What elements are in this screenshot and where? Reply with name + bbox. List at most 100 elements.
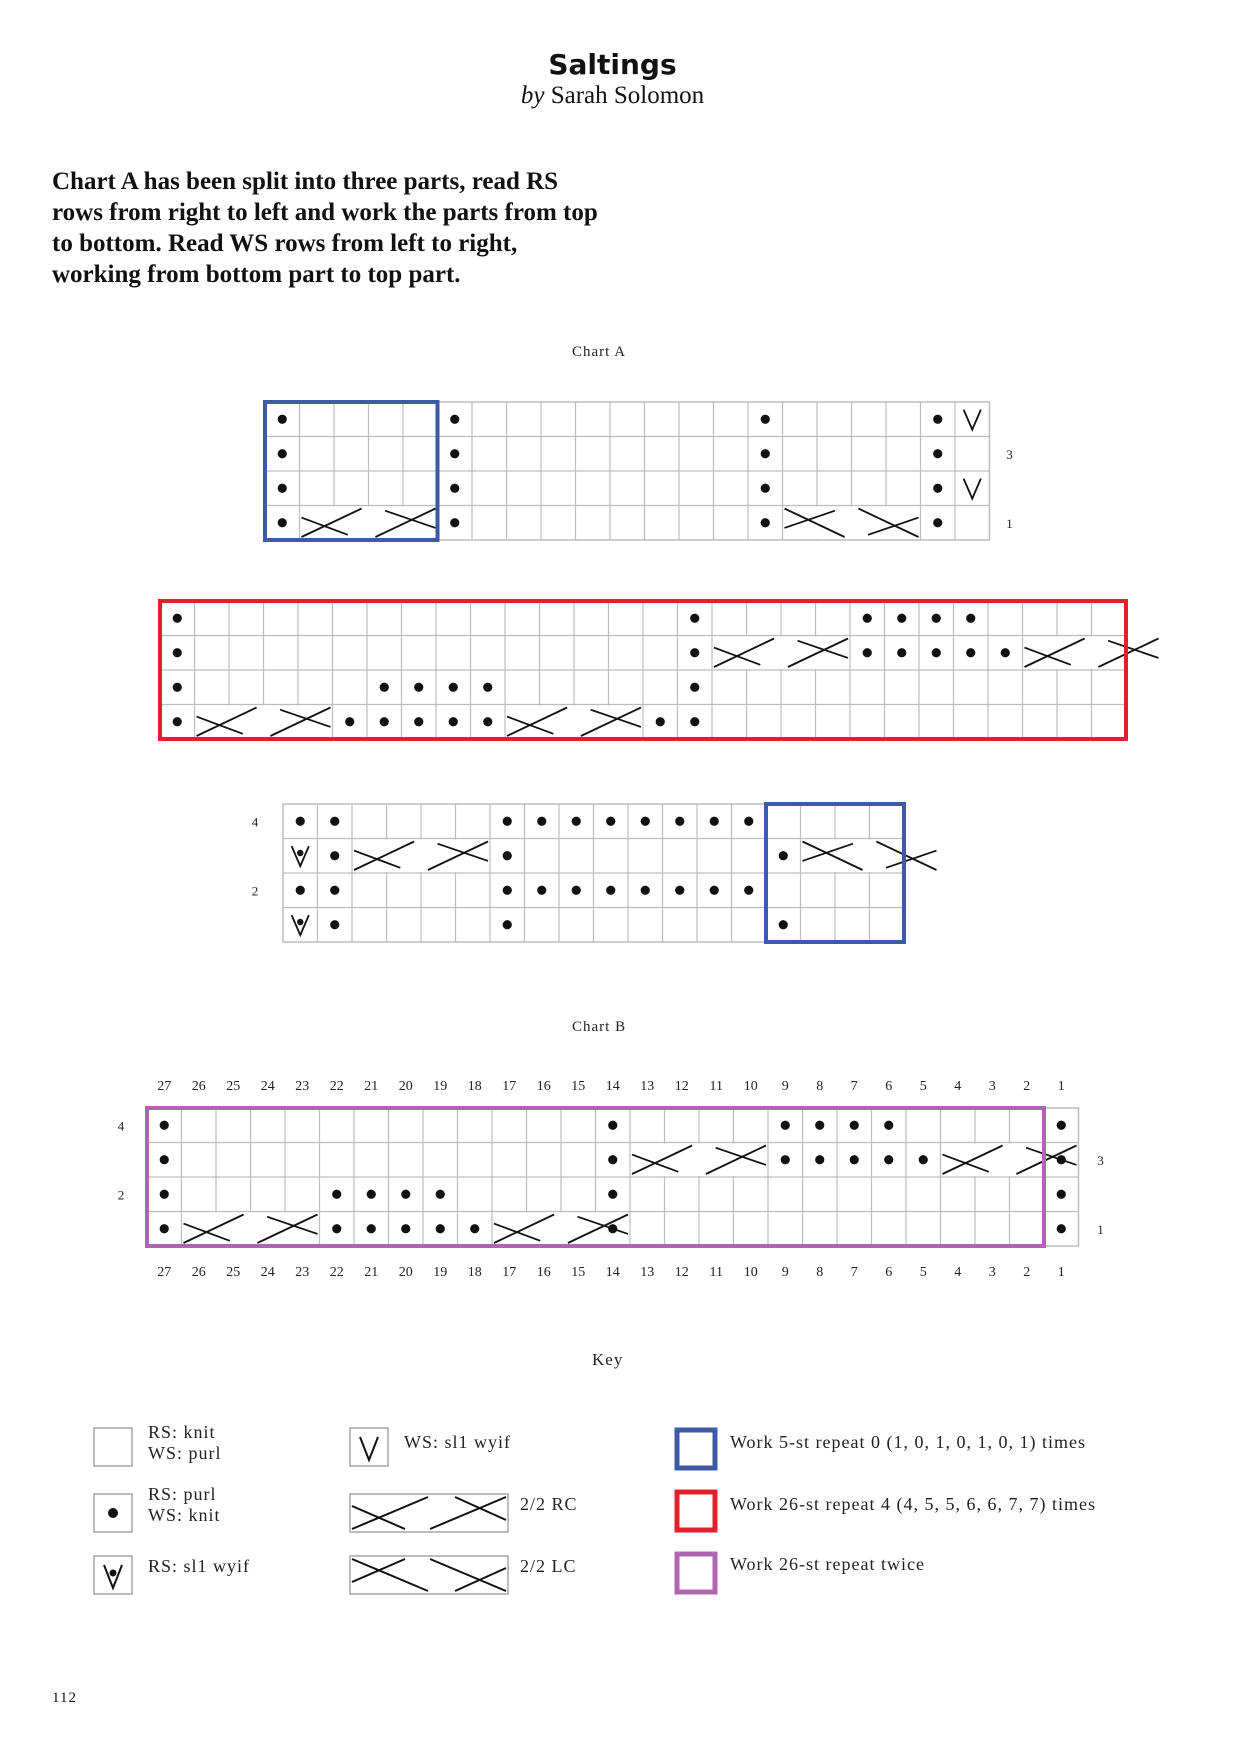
key-sl1-rs-label: RS: sl1 wyif (148, 1556, 251, 1576)
purl-dot (366, 1189, 376, 1199)
purl-dot (414, 717, 424, 727)
key-rc-label: 2/2 RC (520, 1494, 578, 1514)
key-sl1-ws-label: WS: sl1 wyif (404, 1432, 512, 1452)
stitch-number-bottom: 21 (364, 1265, 378, 1280)
cable-lc-stroke (885, 849, 937, 869)
purl-dot (933, 414, 943, 424)
cable-rc-stroke (631, 1153, 679, 1173)
chart-a-part-1: 31 (263, 400, 1013, 542)
key-lc-label: 2/2 LC (520, 1556, 577, 1576)
page-number: 112 (52, 1690, 77, 1706)
slip-ws-mark (962, 478, 982, 501)
purl-dot (159, 1224, 169, 1234)
stitch-number-top: 26 (192, 1079, 206, 1094)
cable-rc-stroke (715, 1146, 767, 1166)
key-sl1-ws-v (359, 1436, 379, 1463)
cable-rc-stroke (590, 708, 642, 728)
row-number-1: 1 (1097, 1222, 1104, 1237)
slip-ws-mark (962, 409, 982, 432)
stitch-number-top: 2 (1023, 1079, 1030, 1094)
purl-dot (379, 717, 389, 727)
stitch-number-bottom: 22 (330, 1265, 344, 1280)
purl-dot (640, 885, 650, 895)
purl-dot (690, 613, 700, 623)
purl-dot (401, 1189, 411, 1199)
purl-dot (608, 1120, 618, 1130)
cable-rc-stroke (196, 706, 257, 737)
key-rc-stroke (454, 1496, 507, 1521)
cable-rc-stroke (1016, 1144, 1077, 1175)
purl-dot (571, 816, 581, 826)
cable-rc-stroke (384, 509, 436, 529)
cable-rc-stroke (942, 1153, 990, 1173)
key-purple-repeat-label: Work 26-st repeat twice (730, 1554, 925, 1574)
slip-rs-mark (290, 845, 310, 869)
stitch-number-bottom: 24 (261, 1265, 275, 1280)
stitch-number-top: 15 (571, 1079, 585, 1094)
purl-dot (744, 885, 754, 895)
purl-dot (849, 1155, 859, 1165)
key-sl1-rs-v (103, 1564, 123, 1591)
purple-repeat-box (145, 1106, 1046, 1248)
stitch-number-top: 22 (330, 1079, 344, 1094)
purl-dot (414, 682, 424, 692)
stitch-number-bottom: 20 (399, 1265, 413, 1280)
purl-dot (366, 1224, 376, 1234)
purl-dot (330, 920, 340, 930)
key-lc-symbol (349, 1555, 509, 1595)
purl-dot (966, 613, 976, 623)
purl-dot (1056, 1224, 1066, 1234)
stitch-number-bottom: 12 (675, 1265, 689, 1280)
chart-instructions: Chart A has been split into three parts,… (52, 168, 598, 288)
stitch-number-bottom: 13 (640, 1265, 654, 1280)
stitch-number-top: 3 (989, 1079, 996, 1094)
key-lc-stroke (351, 1558, 429, 1592)
stitch-number-top: 8 (816, 1079, 823, 1094)
cable-lc-stroke (867, 516, 919, 536)
stitch-number-bottom: 9 (782, 1265, 789, 1280)
slip-rs-mark (290, 914, 310, 938)
stitch-number-bottom: 18 (468, 1265, 482, 1280)
purl-dot (1056, 1155, 1066, 1165)
stitch-number-bottom: 2 (1023, 1265, 1030, 1280)
purl-dot (435, 1189, 445, 1199)
cable-rc-stroke (270, 706, 331, 737)
cable-lc-stroke (876, 840, 937, 871)
purl-dot (470, 1224, 480, 1234)
cable-lc-stroke (802, 842, 854, 862)
purl-dot (450, 449, 460, 459)
cable-lc-stroke (858, 507, 919, 538)
cable-rc-stroke (279, 708, 331, 728)
purl-dot (1056, 1189, 1066, 1199)
purl-dot (608, 1189, 618, 1199)
purl-dot (502, 851, 512, 861)
stitch-number-top: 17 (502, 1079, 516, 1094)
purl-dot (933, 518, 943, 528)
stitch-number-bottom: 8 (816, 1265, 823, 1280)
purl-dot (849, 1120, 859, 1130)
blue-repeat-box (263, 400, 440, 542)
cable-rc-stroke (1024, 646, 1072, 666)
cable-rc-stroke (493, 1213, 555, 1244)
purl-dot (933, 449, 943, 459)
stitch-number-top: 16 (537, 1079, 551, 1094)
chart-a-part-2 (158, 599, 1160, 741)
purl-dot (379, 682, 389, 692)
purl-dot (778, 920, 788, 930)
purl-dot (709, 885, 719, 895)
purl-dot (277, 449, 287, 459)
cable-rc-stroke (257, 1213, 318, 1244)
purl-dot (330, 851, 340, 861)
purl-dot (330, 885, 340, 895)
purl-dot (966, 648, 976, 658)
red-repeat-box (158, 599, 1128, 741)
cable-bg (506, 705, 642, 738)
purl-dot (760, 483, 770, 493)
cable-rc-stroke (1098, 637, 1159, 668)
purl-dot (780, 1120, 790, 1130)
row-number-4: 4 (252, 814, 259, 829)
chart-a-part-3: 42 (252, 802, 938, 944)
cable-rc-stroke (787, 637, 849, 668)
purl-dot (172, 717, 182, 727)
row-number-2: 2 (252, 883, 259, 898)
